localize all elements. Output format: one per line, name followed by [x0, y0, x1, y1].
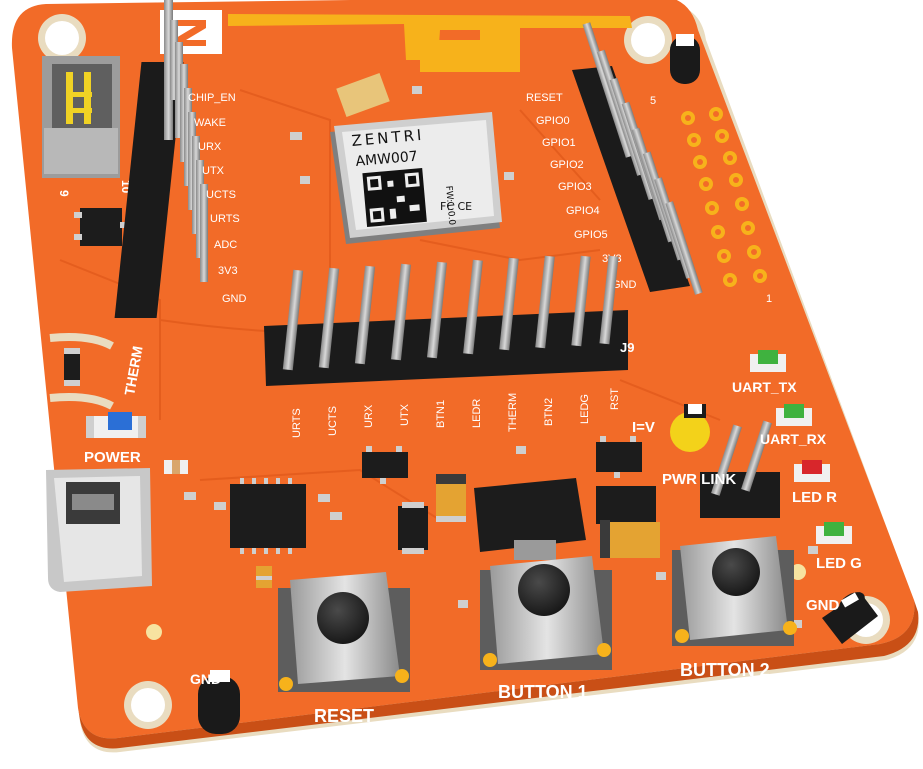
uart-tx-label: UART_TX — [732, 379, 797, 395]
pcb-bevel — [78, 600, 919, 749]
bottom-label-therm: THERM — [507, 393, 519, 432]
right-label-gpio4: GPIO4 — [566, 205, 600, 217]
button-2[interactable] — [672, 536, 797, 646]
qr-code — [362, 167, 427, 228]
bottom-label-ucts: UCTS — [327, 406, 339, 436]
left-label-urts: URTS — [210, 213, 240, 225]
bottom-header-tag: J9 — [620, 340, 634, 355]
sot-regulator-1 — [362, 446, 408, 484]
right-header-labels: RESET GPIO0 GPIO1 GPIO2 GPIO3 GPIO4 GPIO… — [526, 92, 772, 305]
right-label-gpio0: GPIO0 — [536, 115, 570, 127]
right-label-gpio2: GPIO2 — [550, 159, 584, 171]
gold-pads — [681, 107, 767, 287]
reset-button[interactable] — [278, 572, 410, 692]
bottom-header-labels: URTS UCTS URX UTX BTN1 LEDR THERM BTN2 L… — [291, 388, 621, 438]
module-model: AMW007 — [355, 149, 418, 170]
ivc-label: I=V — [632, 419, 655, 436]
power-label: POWER — [84, 449, 141, 466]
right-header-pin1: 1 — [766, 293, 772, 305]
module-fcc-ce-mark: FC CE — [440, 200, 472, 213]
left-label-wake: WAKE — [194, 117, 226, 129]
left-label-chip-en: CHIP_EN — [188, 92, 236, 104]
bottom-label-ledg: LEDG — [579, 394, 591, 424]
pwr-link-label: PWR LINK — [662, 471, 736, 488]
right-pin-header — [572, 22, 703, 295]
left-label-urx: URX — [198, 141, 222, 153]
pcb-traces — [59, 89, 721, 521]
left-label-utx: UTX — [202, 165, 225, 177]
uart-tx-led — [750, 350, 786, 372]
left-pin-header — [114, 0, 208, 318]
thermistor — [49, 333, 114, 410]
button-1-label: BUTTON 1 — [498, 682, 588, 702]
bottom-label-ledr: LEDR — [471, 399, 483, 428]
bottom-pin-header — [264, 255, 628, 386]
gnd-post-right — [822, 592, 878, 644]
left-label-ucts: UCTS — [206, 189, 236, 201]
transistor-q1 — [74, 208, 128, 246]
led-g-label: LED G — [816, 555, 862, 572]
button-2-label: BUTTON 2 — [680, 660, 770, 680]
power-led — [86, 412, 146, 438]
bottom-label-btn2: BTN2 — [543, 398, 555, 426]
uart-rx-label: UART_RX — [760, 431, 827, 447]
left-label-3v3: 3V3 — [218, 265, 238, 277]
led-g — [816, 522, 852, 544]
left-header-labels: CHIP_EN WAKE URX UTX UCTS URTS ADC 3V3 G… — [188, 92, 247, 305]
right-label-reset: RESET — [526, 92, 563, 104]
bottom-label-rst: RST — [609, 388, 621, 410]
right-label-gnd: GND — [612, 279, 637, 291]
button-1[interactable] — [480, 556, 612, 670]
right-label-gpio3: GPIO3 — [558, 181, 592, 193]
diode — [398, 502, 428, 554]
led-r — [794, 460, 830, 482]
crystal — [336, 73, 390, 117]
tantalum-cap-2 — [596, 486, 660, 558]
antenna-trace — [228, 14, 632, 72]
left-label-adc: ADC — [214, 239, 237, 251]
bottom-label-utx: UTX — [399, 403, 411, 426]
gnd-post-left — [198, 670, 240, 734]
reset-label: RESET — [314, 706, 374, 726]
small-cap-orange — [164, 460, 272, 588]
gnd-label-left: GND — [190, 671, 221, 687]
right-label-gpio5: GPIO5 — [574, 229, 608, 241]
bottom-label-urts: URTS — [291, 408, 303, 438]
amw007-module: ZENTRI AMW007 FW:1.0.0 FC CE — [330, 112, 502, 244]
swd-connector — [42, 56, 120, 178]
sot-regulator-2 — [596, 436, 642, 478]
micro-usb-port — [46, 468, 152, 592]
left-label-gnd: GND — [222, 293, 247, 305]
right-header-tag: 5 — [650, 95, 656, 107]
bottom-label-btn1: BTN1 — [435, 400, 447, 428]
usb-uart-ic — [230, 478, 306, 554]
swd-label-9: 9 — [57, 190, 71, 197]
tantalum-cap-1 — [436, 474, 466, 522]
test-post-top-right — [670, 34, 700, 84]
uart-rx-led — [776, 404, 812, 426]
module-firmware: FW:1.0.0 — [443, 185, 456, 225]
led-r-label: LED R — [792, 489, 837, 506]
bottom-label-urx: URX — [363, 404, 375, 428]
pwr-link-jumper — [700, 420, 780, 518]
current-measure-jumper — [670, 404, 710, 452]
right-label-gpio1: GPIO1 — [542, 137, 576, 149]
large-regulator — [474, 478, 586, 560]
gnd-label-right: GND — [806, 597, 840, 614]
test-pad-left — [146, 624, 162, 640]
